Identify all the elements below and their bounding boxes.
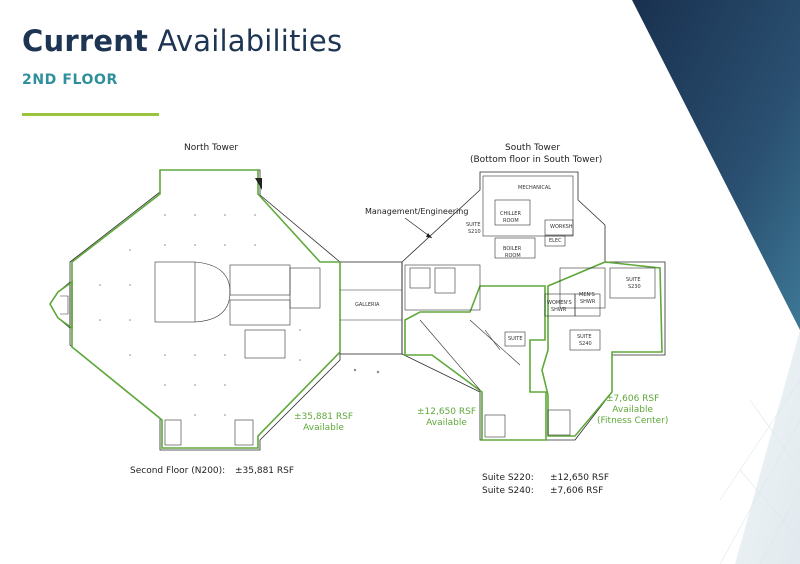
south-tower-outline [401,171,666,441]
suite-s240-summary-value: ±7,606 RSF [550,486,604,496]
s230-label: S230 [628,284,641,290]
boiler-label: BOILER [503,246,522,252]
page-subtitle: 2ND FLOOR [22,72,118,88]
management-label: Management/Engineering [365,207,469,216]
suite-s220-availability: ±12,650 RSF Available [417,407,477,428]
suite-s210-label: SUITE [466,222,481,228]
suite-s240-summary-label: Suite S240: [482,486,534,496]
suite-s230-label: SUITE [626,277,641,283]
suite-s220-label: SUITE [508,336,523,342]
mens-shower-label-2: SHWR [580,299,596,305]
s240-label: S240 [579,341,592,347]
second-floor-summary-value: ±35,881 RSF [235,466,295,476]
second-floor-summary-label: Second Floor (N200): [130,466,226,476]
north-tower-outline [69,169,341,451]
page-title: Current Availabilities [22,24,343,58]
south-tower-note: (Bottom floor in South Tower) [470,155,603,165]
suite-s240-label: SUITE [577,334,592,340]
galleria-label: GALLERIA [355,302,380,308]
s210-label: S210 [468,229,481,235]
galleria-outline [339,261,403,355]
suite-s240-available-outline [541,261,663,437]
chiller-label: CHILLER [500,211,521,217]
north-tower-west-entry [49,281,71,329]
suite-s240-availability: ±7,606 RSF Available (Fitness Center) [597,394,669,426]
south-tower-label: South Tower [505,143,561,153]
north-tower-west-available [49,280,73,330]
accent-rule [22,113,159,116]
north-tower-available-outline [71,169,341,449]
chiller-room-label: ROOM [503,218,519,224]
workshop-label: WORKSH [550,224,573,230]
mens-shower-label: MEN'S [579,292,595,298]
womens-shower-label: WOMEN'S [547,300,572,306]
boiler-room-label: ROOM [505,253,521,259]
elec-label: ELEC [549,238,562,244]
suite-s220-summary-value: ±12,650 RSF [550,473,610,483]
suite-s220-summary-label: Suite S220: [482,473,534,483]
north-tower-availability: ±35,881 RSF Available [294,412,354,433]
north-tower-label: North Tower [184,143,239,153]
mechanical-label: MECHANICAL [518,185,552,191]
womens-shower-label-2: SHWR [551,307,567,313]
suite-s220-available-outline [404,285,547,441]
